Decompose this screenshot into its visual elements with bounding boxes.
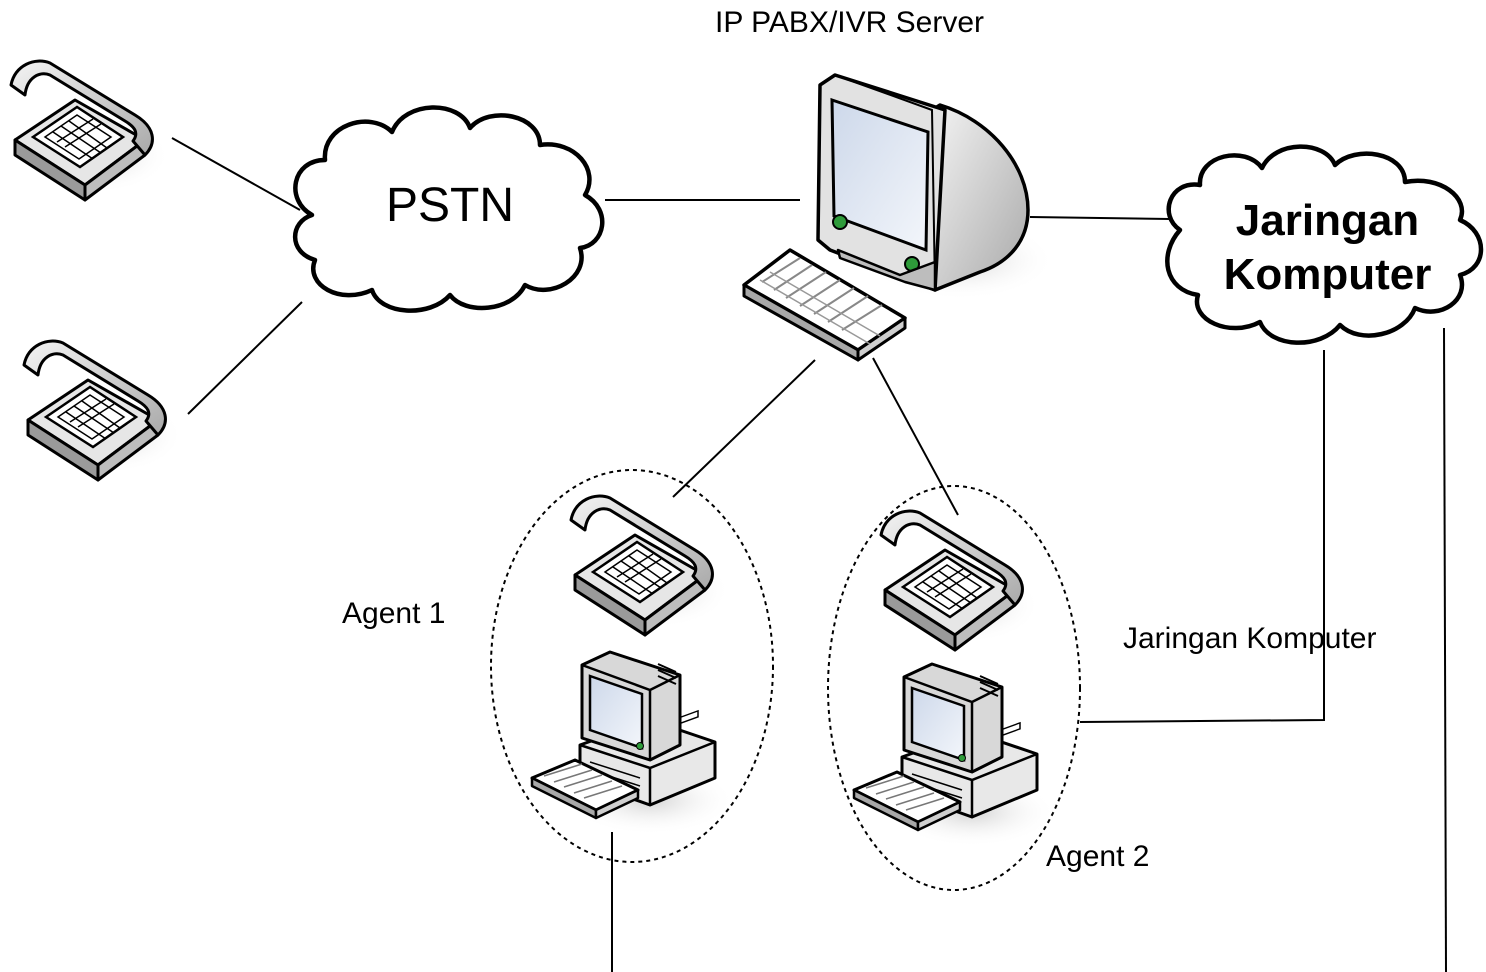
server-computer-icon bbox=[742, 73, 1055, 362]
pstn-cloud-icon bbox=[292, 105, 605, 313]
line-phone1-pstn bbox=[171, 137, 301, 211]
agent1-group-outline bbox=[490, 469, 774, 863]
connector-lines bbox=[171, 137, 1447, 972]
network-label: Jaringan Komputer bbox=[1123, 622, 1377, 655]
line-server-agent2-phone bbox=[872, 357, 959, 516]
network-cloud-icon bbox=[1165, 144, 1484, 345]
agent2-phone-icon bbox=[879, 509, 1042, 652]
line-server-network bbox=[1029, 216, 1171, 220]
agent2-computer-icon bbox=[852, 662, 1059, 849]
network-cloud-label-line2: Komputer bbox=[1223, 250, 1432, 299]
server-led-left-icon bbox=[832, 214, 848, 230]
line-network-down bbox=[1443, 327, 1447, 972]
network-cloud-label: Jaringan Komputer bbox=[1215, 194, 1440, 302]
server-label: IP PABX/IVR Server bbox=[715, 6, 984, 39]
network-cloud-label-line1: Jaringan bbox=[1235, 196, 1420, 245]
line-network-agent2 bbox=[1079, 350, 1325, 723]
line-phone2-pstn bbox=[187, 301, 303, 415]
customer-phone-1-icon bbox=[9, 59, 172, 202]
customer-phone-2-icon bbox=[22, 339, 185, 482]
agent1-phone-icon bbox=[569, 494, 732, 637]
pstn-label: PSTN bbox=[386, 179, 515, 232]
line-server-agent1-phone bbox=[672, 359, 816, 498]
agent1-label: Agent 1 bbox=[342, 597, 446, 630]
agent2-group-outline bbox=[827, 485, 1081, 891]
agent1-computer-icon bbox=[530, 650, 737, 837]
agent2-label: Agent 2 bbox=[1046, 840, 1150, 873]
